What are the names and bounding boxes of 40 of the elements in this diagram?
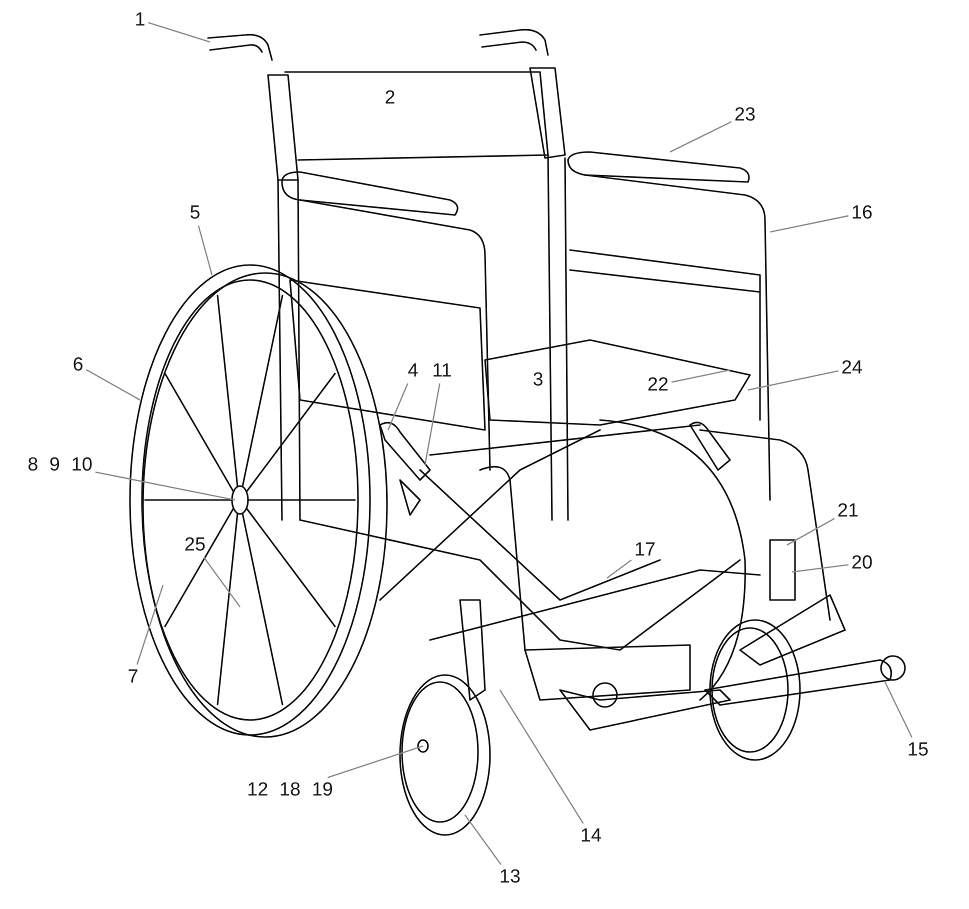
leader-line [328, 745, 424, 778]
callout-number: 15 [906, 740, 930, 760]
callout-number: 16 [850, 202, 874, 224]
callout-number: 5 [188, 202, 202, 224]
leader-line [387, 383, 408, 430]
leader-line [670, 121, 732, 153]
callout-number: 23 [733, 104, 757, 126]
leader-line [499, 690, 584, 824]
callout-number: 4 [406, 360, 420, 382]
callout-number: 25 [183, 534, 207, 556]
leader-line [786, 518, 835, 546]
callout-number: 12 18 19 [246, 780, 334, 800]
callout-number: 22 [646, 374, 670, 396]
callout-number: 3 [532, 370, 544, 390]
leader-line [148, 22, 210, 43]
leader-line [884, 682, 913, 738]
callout-number: 7 [126, 666, 140, 688]
callout-number: 2 [384, 88, 396, 108]
callout-number: 17 [633, 540, 657, 560]
leader-line [95, 471, 236, 501]
leader-line [198, 225, 213, 276]
callout-number: 21 [836, 500, 860, 522]
callout-number: 20 [850, 552, 874, 574]
callout-number: 11 [431, 360, 453, 382]
leader-line [86, 369, 140, 401]
leader-line [464, 814, 502, 865]
callout-number: 13 [498, 866, 522, 888]
leader-line [671, 369, 730, 383]
leader-line [792, 564, 849, 573]
leader-line [204, 557, 241, 608]
callout-number: 6 [72, 354, 84, 376]
leader-line [770, 215, 849, 233]
callout-number: 24 [840, 358, 864, 378]
leader-line [748, 370, 839, 391]
callout-number: 1 [134, 10, 146, 30]
callout-number: 14 [579, 826, 603, 846]
leader-line [136, 584, 164, 665]
leader-line [424, 383, 440, 466]
leader-line [606, 559, 632, 579]
callout-number: 8 9 10 [26, 454, 94, 476]
